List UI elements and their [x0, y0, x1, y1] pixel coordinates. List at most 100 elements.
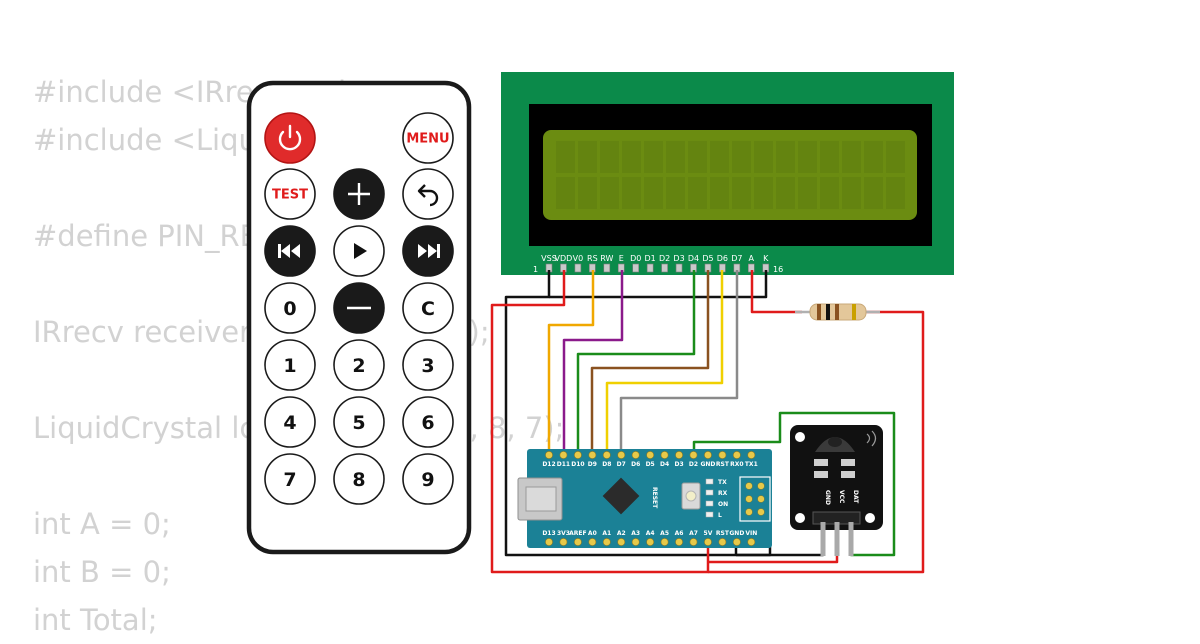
- wire-e-d11[interactable]: [562, 270, 624, 455]
- remote-button-nine[interactable]: 9: [402, 453, 454, 505]
- resistor[interactable]: [795, 303, 880, 321]
- nano-pin[interactable]: [631, 451, 640, 459]
- remote-button-test[interactable]: TEST: [264, 168, 316, 220]
- lcd-char-cell: [556, 141, 575, 173]
- nano-pin[interactable]: [646, 451, 655, 459]
- lcd-char-cell: [688, 141, 707, 173]
- nano-pin[interactable]: [617, 451, 626, 459]
- lcd-pin[interactable]: [603, 263, 611, 273]
- nano-pin[interactable]: [631, 538, 640, 546]
- lcd-pin-label: VSS: [541, 254, 557, 263]
- nano-pin[interactable]: [574, 451, 582, 459]
- remote-button-face: [333, 339, 385, 391]
- lcd-pin[interactable]: [661, 263, 668, 273]
- lcd-char-cell: [622, 141, 641, 173]
- remote-button-face: [264, 396, 316, 448]
- wire-rs-d12[interactable]: [547, 270, 595, 455]
- nano-pin-label: 3V3: [557, 530, 570, 537]
- nano-pin[interactable]: [602, 538, 611, 546]
- nano-pin[interactable]: [574, 538, 582, 546]
- wire-lcd-vdd-5v[interactable]: [490, 270, 710, 574]
- nano-pin-label: D12: [542, 461, 555, 468]
- ir-pin-leg[interactable]: [848, 522, 854, 556]
- remote-button-label: 5: [352, 412, 365, 434]
- remote-button-one[interactable]: 1: [264, 339, 316, 391]
- lcd-pin-label: D2: [659, 254, 670, 263]
- nano-pin[interactable]: [675, 538, 683, 546]
- nano-pin[interactable]: [545, 451, 553, 459]
- wire-lcd-vss-gnd[interactable]: [504, 270, 772, 557]
- lcd-pin-label: D7: [731, 254, 742, 263]
- lcd-pin-label: D4: [688, 254, 699, 263]
- lcd-pin-end-label: 16: [773, 265, 783, 274]
- remote-button-six[interactable]: 6: [402, 396, 454, 448]
- remote-button-four[interactable]: 4: [264, 396, 316, 448]
- nano-pin[interactable]: [588, 451, 597, 459]
- remote-button-seven[interactable]: 7: [264, 453, 316, 505]
- remote-button-five[interactable]: 5: [333, 396, 385, 448]
- ir-pin-leg[interactable]: [834, 522, 840, 556]
- nano-pin-label: D5: [646, 461, 655, 468]
- remote-button-play[interactable]: [333, 225, 385, 277]
- ir-pin-leg[interactable]: [820, 522, 826, 556]
- nano-pin[interactable]: [704, 538, 712, 546]
- remote-button-plus[interactable]: [333, 168, 385, 220]
- remote-button-two[interactable]: 2: [333, 339, 385, 391]
- nano-icsp-header: [739, 476, 771, 522]
- ir-module-pcb: [790, 425, 883, 530]
- wire-d6-d8[interactable]: [605, 270, 724, 455]
- lcd-pin[interactable]: [574, 263, 582, 273]
- nano-led: [705, 500, 714, 507]
- lcd-pin[interactable]: [675, 263, 683, 273]
- remote-button-zero[interactable]: 0: [264, 282, 316, 334]
- nano-pin-label: D10: [571, 461, 584, 468]
- nano-pin[interactable]: [660, 451, 669, 459]
- nano-pin[interactable]: [559, 538, 568, 546]
- nano-pin[interactable]: [732, 538, 741, 546]
- nano-pin[interactable]: [718, 451, 727, 459]
- nano-pin[interactable]: [689, 538, 698, 546]
- nano-pin-label: D13: [542, 530, 555, 537]
- wire-ir-dat-d2[interactable]: [692, 411, 896, 557]
- nano-pin[interactable]: [545, 538, 553, 546]
- nano-pin[interactable]: [559, 451, 568, 459]
- skip-back-icon: [278, 244, 300, 258]
- resistor-band-1: [817, 304, 821, 320]
- nano-pin[interactable]: [747, 538, 756, 546]
- nano-pin-label: TX1: [745, 461, 758, 468]
- nano-pin[interactable]: [675, 451, 683, 459]
- nano-pin[interactable]: [588, 538, 597, 546]
- remote-button-menu[interactable]: MENU: [402, 112, 454, 164]
- nano-pin-label: D8: [602, 461, 611, 468]
- nano-pin[interactable]: [660, 538, 669, 546]
- lcd-char-cell: [820, 177, 839, 209]
- wire-d4-d10[interactable]: [576, 270, 696, 455]
- wire-5v-resistor[interactable]: [708, 310, 925, 574]
- remote-button-three[interactable]: 3: [402, 339, 454, 391]
- wire-lcd-a-resistor[interactable]: [750, 270, 802, 314]
- remote-button-eight[interactable]: 8: [333, 453, 385, 505]
- remote-button-next[interactable]: [402, 225, 454, 277]
- nano-pin[interactable]: [617, 538, 626, 546]
- remote-button-prev[interactable]: [264, 225, 316, 277]
- lcd-pin[interactable]: [646, 263, 654, 273]
- lcd-pin[interactable]: [632, 263, 640, 273]
- nano-pin[interactable]: [646, 538, 655, 546]
- nano-pin[interactable]: [689, 451, 698, 459]
- nano-pin[interactable]: [747, 451, 756, 459]
- nano-pin[interactable]: [602, 451, 611, 459]
- remote-button-c[interactable]: C: [402, 282, 454, 334]
- nano-pin[interactable]: [704, 451, 712, 459]
- remote-button-minus[interactable]: [333, 282, 385, 334]
- wire-d5-d9[interactable]: [590, 270, 710, 455]
- wire-d7-d7[interactable]: [619, 270, 739, 455]
- remote-button-power[interactable]: [264, 112, 316, 164]
- remote-button-back[interactable]: [402, 168, 454, 220]
- lcd-char-cell: [886, 141, 905, 173]
- nano-pin[interactable]: [732, 451, 741, 459]
- nano-pin[interactable]: [718, 538, 727, 546]
